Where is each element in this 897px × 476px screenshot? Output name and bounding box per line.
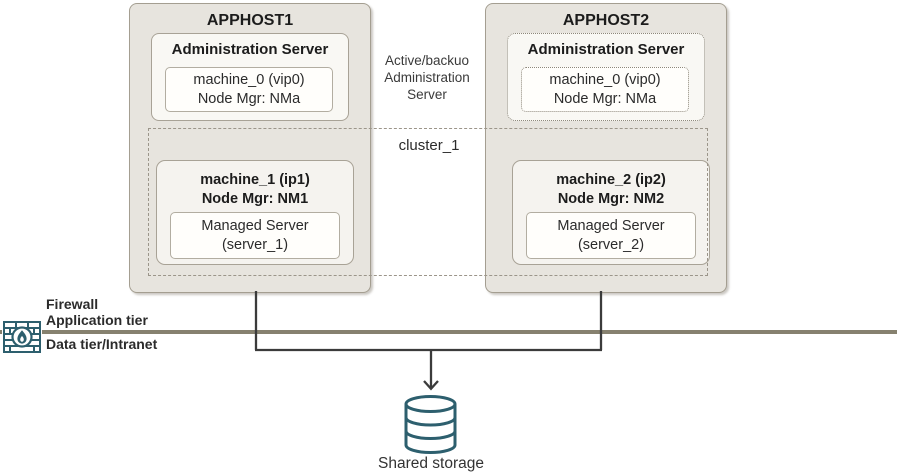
machine-0-box: machine_0 (vip0) Node Mgr: NMa xyxy=(165,67,333,112)
managed-server-1-box: Managed Server (server_1) xyxy=(170,212,340,259)
machine-1-title: machine_1 (ip1) Node Mgr: NM1 xyxy=(157,161,353,209)
managed-server-1-id: (server_1) xyxy=(221,237,289,253)
machine-0-name: machine_0 (vip0) xyxy=(193,72,305,88)
apphost2-title: APPHOST2 xyxy=(562,12,650,29)
admin-failover-note: Active/backuo Administration Server xyxy=(369,52,485,103)
admin-failover-note-line1: Active/backuo xyxy=(384,53,470,68)
database-cylinder-icon xyxy=(404,395,457,454)
apphost1-box: APPHOST1 Administration Server machine_0… xyxy=(129,3,371,293)
admin-server-box-backup: Administration Server machine_0 (vip0) N… xyxy=(507,33,705,121)
machine-2-title: machine_2 (ip2) Node Mgr: NM2 xyxy=(513,161,709,209)
firewall-label: Firewall xyxy=(46,296,99,312)
arrow-down-icon xyxy=(423,380,439,391)
admin-server-title: Administration Server xyxy=(171,41,329,58)
admin-server-box-active: Administration Server machine_0 (vip0) N… xyxy=(151,33,349,121)
machine-0-box-backup: machine_0 (vip0) Node Mgr: NMa xyxy=(521,67,689,112)
machine-2-nodemgr: Node Mgr: NM2 xyxy=(557,191,665,207)
apphost2-box: APPHOST2 Administration Server machine_0… xyxy=(485,3,727,293)
data-tier-label: Data tier/Intranet xyxy=(46,336,158,352)
firewall-tier-divider xyxy=(0,330,897,334)
managed-server-2-label: Managed Server xyxy=(557,218,665,234)
machine-0-nodemgr: Node Mgr: NMa xyxy=(197,91,301,107)
machine-1-nodemgr: Node Mgr: NM1 xyxy=(201,191,309,207)
machine-2-box: machine_2 (ip2) Node Mgr: NM2 Managed Se… xyxy=(512,160,710,265)
admin-server-title: Administration Server xyxy=(527,41,685,58)
apphost1-title: APPHOST1 xyxy=(206,12,294,29)
managed-server-2-box: Managed Server (server_2) xyxy=(526,212,696,259)
admin-failover-note-line2: Administration xyxy=(384,70,470,85)
cluster-label: cluster_1 xyxy=(398,137,460,154)
firewall-brick-flame-icon xyxy=(2,320,42,354)
shared-storage-label: Shared storage xyxy=(378,455,484,472)
managed-server-2-id: (server_2) xyxy=(577,237,645,253)
admin-failover-note-line3: Server xyxy=(407,87,447,102)
application-tier-label: Application tier xyxy=(46,312,148,328)
machine-0-nodemgr: Node Mgr: NMa xyxy=(553,91,657,107)
machine-1-box: machine_1 (ip1) Node Mgr: NM1 Managed Se… xyxy=(156,160,354,265)
managed-server-1-label: Managed Server xyxy=(201,218,309,234)
machine-2-name: machine_2 (ip2) xyxy=(556,172,666,188)
machine-0-name: machine_0 (vip0) xyxy=(549,72,661,88)
machine-1-name: machine_1 (ip1) xyxy=(200,172,310,188)
